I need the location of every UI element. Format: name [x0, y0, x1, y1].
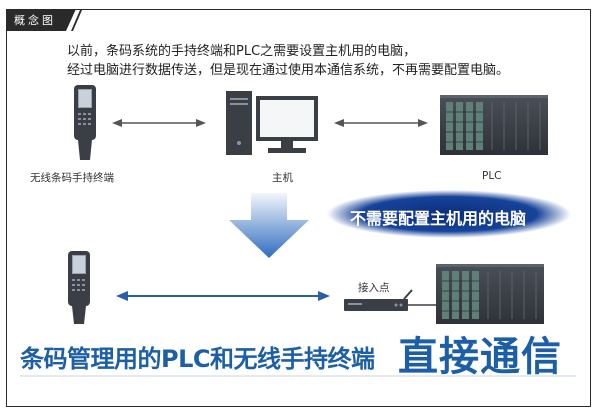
host-pc-icon — [226, 91, 318, 155]
header-tab-label-wrap: 概念图 — [6, 9, 76, 31]
plc-bottom-icon — [436, 264, 544, 324]
access-point-icon — [344, 289, 436, 311]
host-label: 主机 — [272, 172, 293, 184]
slogan-title: 直接通信 — [398, 334, 562, 380]
no-pc-banner-text: 不需要配置主机用的电脑 — [350, 209, 527, 228]
plc-label: PLC — [482, 170, 502, 182]
plc-icon — [440, 95, 548, 155]
header-tab-label: 概念图 — [14, 14, 56, 27]
arrow-host-plc — [334, 119, 428, 127]
intro-text-line1: 以前，条码系统的手持终端和PLC之需要设置主机用的电脑， — [67, 44, 417, 59]
arrow-scanner-host — [112, 119, 206, 127]
header-tab — [6, 9, 82, 31]
handheld-scanner-bottom-icon — [68, 251, 90, 324]
slogan-subtitle: 条码管理用的PLC和无线手持终端 — [20, 345, 375, 373]
access-point-label: 接入点 — [358, 282, 390, 294]
handheld-scanner-icon — [74, 85, 96, 160]
scanner-label: 无线条码手持终端 — [30, 172, 114, 184]
intro-text-line2: 经过电脑进行数据传送，但是现在通过使用本通信系统，不再需要配置电脑。 — [67, 63, 510, 78]
direct-communication-arrow — [116, 291, 330, 301]
no-pc-banner — [327, 190, 571, 238]
transition-down-arrow — [229, 193, 309, 258]
